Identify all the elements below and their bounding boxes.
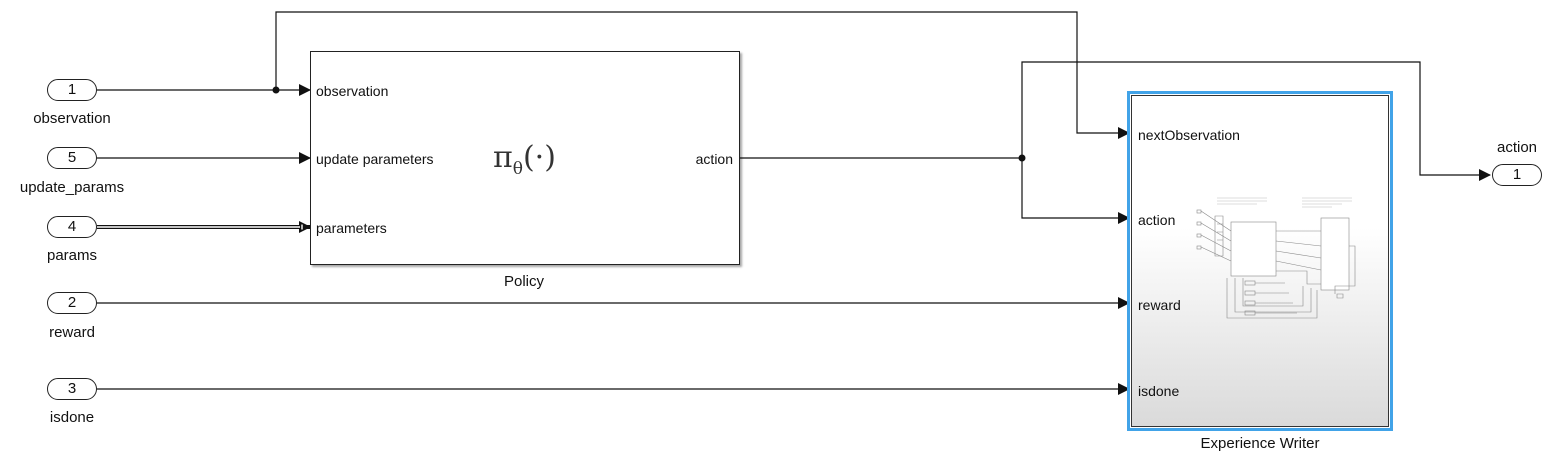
branch-point-action xyxy=(1018,154,1026,162)
writer-input-action: action xyxy=(1138,212,1176,228)
outport-action[interactable]: 1 xyxy=(1492,164,1542,186)
inport-reward-label: reward xyxy=(49,324,95,341)
branch-point-observation xyxy=(272,86,280,94)
policy-input-observation: observation xyxy=(316,83,389,99)
policy-output-action: action xyxy=(695,151,733,167)
inport-observation[interactable]: 1 xyxy=(47,79,97,101)
inport-isdone-label: isdone xyxy=(49,409,95,426)
policy-block-name: Policy xyxy=(503,273,545,290)
inport-update-params[interactable]: 5 xyxy=(47,147,97,169)
policy-input-update-parameters: update parameters xyxy=(316,151,434,167)
policy-function-symbol: πθ(·) xyxy=(493,140,556,179)
inport-params[interactable]: 4 xyxy=(47,216,97,238)
inport-observation-label: observation xyxy=(33,110,111,127)
policy-input-parameters: parameters xyxy=(316,220,387,236)
experience-writer-name: Experience Writer xyxy=(1200,435,1320,452)
writer-input-isdone: isdone xyxy=(1138,383,1180,399)
inport-params-label: params xyxy=(46,247,98,264)
wire-observation-to-nextobs[interactable] xyxy=(275,11,1130,139)
subsystem-preview-thumbnail xyxy=(1196,197,1356,319)
policy-block[interactable]: observation update parameters parameters… xyxy=(310,51,740,265)
experience-writer-body: nextObservation action reward isdone xyxy=(1131,95,1389,427)
inport-isdone[interactable]: 3 xyxy=(47,378,97,400)
wire-action-to-outport[interactable] xyxy=(1021,61,1491,181)
inport-reward[interactable]: 2 xyxy=(47,292,97,314)
writer-input-reward: reward xyxy=(1138,297,1181,313)
writer-input-nextobservation: nextObservation xyxy=(1138,127,1240,143)
outport-action-label: action xyxy=(1496,139,1538,156)
experience-writer-block[interactable]: nextObservation action reward isdone xyxy=(1127,91,1393,431)
inport-update-params-label: update_params xyxy=(19,179,125,196)
wire-action-to-writer[interactable] xyxy=(1021,158,1130,224)
